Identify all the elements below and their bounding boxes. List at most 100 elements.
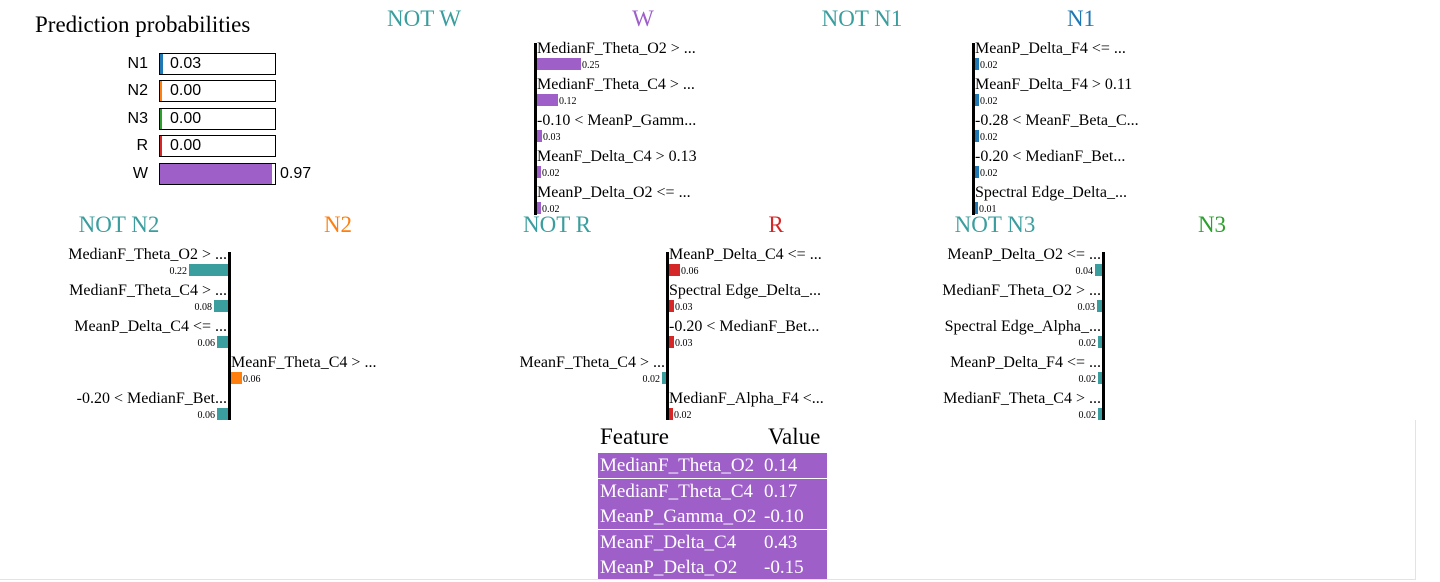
feature-label: MedianF_Theta_C4 > ... bbox=[537, 76, 695, 93]
feature-label: MeanP_Delta_F4 <= ... bbox=[950, 354, 1101, 371]
feature-label: Spectral Edge_Delta_... bbox=[975, 184, 1127, 201]
feature-label: MeanF_Theta_C4 > ... bbox=[231, 354, 377, 371]
feature-bar bbox=[537, 202, 541, 214]
prediction-probabilities-title: Prediction probabilities bbox=[35, 12, 251, 37]
feature-bar-value: 0.03 bbox=[675, 302, 693, 313]
feature-bar bbox=[662, 372, 666, 384]
table-header-feature: Feature bbox=[600, 424, 669, 449]
feature-bar bbox=[1098, 408, 1102, 420]
feature-bar bbox=[231, 372, 242, 384]
prob-label: W bbox=[132, 164, 148, 182]
prob-bar-fill bbox=[160, 136, 162, 157]
class-heading: N1 bbox=[1066, 6, 1096, 31]
feature-label: MeanF_Delta_C4 > 0.13 bbox=[537, 148, 697, 165]
feature-bar-value: 0.02 bbox=[980, 132, 998, 143]
feature-bar bbox=[669, 264, 680, 276]
feature-label: MeanP_Delta_O2 <= ... bbox=[947, 246, 1101, 263]
prob-bar-r: 0.00 bbox=[159, 135, 276, 158]
table-cell-value: 0.17 bbox=[764, 480, 798, 502]
feature-bar bbox=[217, 408, 228, 420]
prob-bar-n1: 0.03 bbox=[159, 53, 276, 75]
prob-bar-fill bbox=[160, 54, 163, 74]
table-header-value: Value bbox=[768, 424, 821, 449]
feature-bar bbox=[669, 408, 673, 420]
feature-bar-value: 0.04 bbox=[1075, 266, 1094, 277]
prob-label: N3 bbox=[127, 109, 148, 127]
feature-bar-value: 0.25 bbox=[582, 60, 600, 71]
feature-bar-value: 0.02 bbox=[1078, 410, 1097, 421]
feature-label: MeanP_Delta_C4 <= ... bbox=[74, 318, 227, 335]
prob-label: R bbox=[136, 137, 148, 155]
feature-label: MeanF_Delta_F4 > 0.11 bbox=[975, 76, 1133, 93]
prob-value: 0.03 bbox=[170, 55, 202, 72]
panel-axis bbox=[1102, 252, 1105, 420]
prob-value: 0.00 bbox=[170, 109, 202, 127]
not-class-heading: NOT N1 bbox=[821, 6, 903, 31]
feature-bar bbox=[1095, 264, 1102, 276]
feature-bar bbox=[214, 300, 228, 312]
prob-value: 0.97 bbox=[280, 164, 312, 182]
feature-bar-value: 0.22 bbox=[169, 266, 188, 277]
frame-right-edge bbox=[1415, 420, 1416, 580]
feature-label: MedianF_Alpha_F4 <... bbox=[669, 390, 824, 407]
feature-bar bbox=[669, 336, 674, 348]
table-cell-feature: MedianF_Theta_O2 bbox=[600, 455, 755, 476]
feature-bar bbox=[217, 336, 228, 348]
feature-label: MeanF_Theta_C4 > ... bbox=[519, 354, 665, 371]
table-cell-value: 0.43 bbox=[764, 531, 798, 553]
frame-bottom-edge bbox=[0, 579, 1416, 580]
feature-bar-value: 0.06 bbox=[197, 410, 216, 421]
panel-axis bbox=[666, 252, 669, 420]
feature-bar-value: 0.01 bbox=[979, 204, 997, 215]
feature-bar-value: 0.03 bbox=[1077, 302, 1096, 313]
class-heading: N2 bbox=[323, 212, 353, 237]
feature-bar-value: 0.02 bbox=[1078, 338, 1097, 349]
feature-bar-value: 0.02 bbox=[674, 410, 692, 421]
feature-bar-value: 0.02 bbox=[1078, 374, 1097, 385]
feature-bar-value: 0.06 bbox=[681, 266, 699, 277]
feature-label: -0.10 < MeanP_Gamm... bbox=[537, 112, 697, 129]
feature-bar bbox=[975, 58, 979, 70]
feature-bar-value: 0.06 bbox=[197, 338, 216, 349]
feature-bar-value: 0.02 bbox=[980, 168, 998, 179]
not-class-heading: NOT N3 bbox=[954, 212, 1036, 237]
feature-bar bbox=[1098, 372, 1102, 384]
class-heading: R bbox=[768, 212, 784, 237]
prob-value: 0.00 bbox=[170, 82, 202, 100]
table-cell-value: -0.10 bbox=[764, 506, 804, 527]
feature-label: MeanP_Delta_C4 <= ... bbox=[669, 246, 822, 263]
feature-bar-value: 0.06 bbox=[243, 374, 261, 385]
table-cell-feature: MeanP_Gamma_O2 bbox=[600, 506, 757, 527]
prob-bar-fill bbox=[160, 108, 162, 129]
feature-bar-value: 0.02 bbox=[980, 60, 998, 71]
prob-label: N2 bbox=[127, 82, 148, 100]
feature-bar-value: 0.02 bbox=[980, 96, 998, 107]
feature-label: Spectral Edge_Alpha_... bbox=[944, 318, 1101, 335]
feature-bar-value: 0.03 bbox=[675, 338, 693, 349]
feature-bar bbox=[537, 94, 558, 106]
prob-bar-w bbox=[159, 162, 276, 185]
feature-bar bbox=[975, 166, 979, 178]
feature-bar bbox=[189, 264, 228, 276]
feature-bar bbox=[975, 130, 979, 142]
class-heading: N3 bbox=[1197, 212, 1227, 237]
prob-bar-fill bbox=[160, 163, 272, 184]
feature-bar-value: 0.12 bbox=[559, 96, 577, 107]
feature-bar bbox=[669, 300, 674, 312]
table-row: MeanP_Gamma_O2 -0.10 bbox=[598, 504, 827, 529]
feature-label: MedianF_Theta_C4 > ... bbox=[943, 390, 1101, 407]
prob-value: 0.00 bbox=[170, 137, 202, 155]
feature-label: -0.20 < MedianF_Bet... bbox=[76, 390, 227, 407]
panel-axis bbox=[534, 43, 537, 215]
table-row: MeanP_Delta_O2-0.15 bbox=[598, 555, 827, 580]
panel-axis bbox=[228, 252, 231, 420]
table-cell-feature: MeanP_Delta_O2 bbox=[600, 557, 738, 578]
feature-label: MedianF_Theta_O2 > ... bbox=[68, 246, 227, 263]
feature-label: Spectral Edge_Delta_... bbox=[669, 282, 821, 299]
feature-label: MeanP_Delta_F4 <= ... bbox=[975, 40, 1126, 57]
feature-bar bbox=[537, 166, 541, 178]
feature-label: MedianF_Theta_C4 > ... bbox=[69, 282, 227, 299]
not-class-heading: NOT N2 bbox=[78, 212, 160, 237]
class-heading: W bbox=[632, 6, 654, 31]
feature-bar bbox=[537, 58, 581, 70]
